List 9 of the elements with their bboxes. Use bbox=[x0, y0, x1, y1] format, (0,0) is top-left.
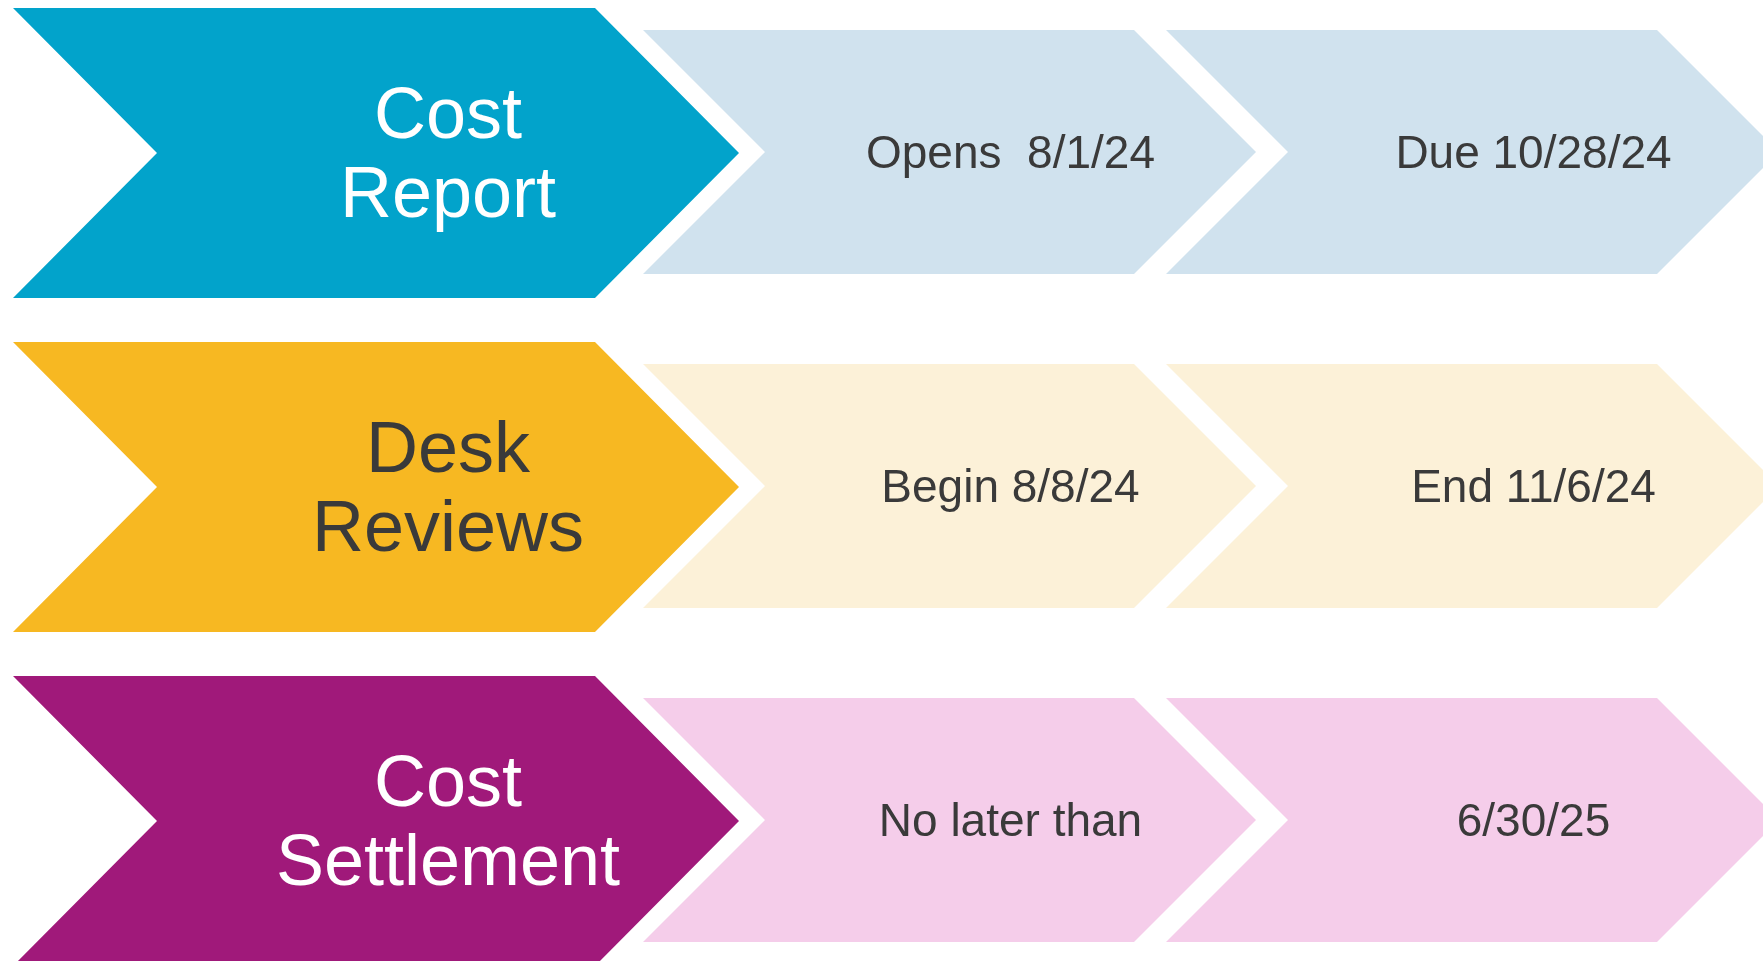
chevron-label: Due 10/28/24 bbox=[1395, 126, 1672, 178]
chevron-label: Desk Reviews bbox=[310, 407, 586, 567]
chevron-label: Cost Settlement bbox=[274, 741, 622, 901]
chevron-label: End 11/6/24 bbox=[1411, 460, 1656, 512]
chevron-label: Opens 8/1/24 bbox=[866, 126, 1155, 178]
chevron-label: No later than bbox=[878, 794, 1143, 846]
chevron-label: Begin 8/8/24 bbox=[881, 460, 1140, 512]
chevron-label: Cost Report bbox=[338, 73, 558, 233]
chevron-label: 6/30/25 bbox=[1456, 794, 1611, 846]
